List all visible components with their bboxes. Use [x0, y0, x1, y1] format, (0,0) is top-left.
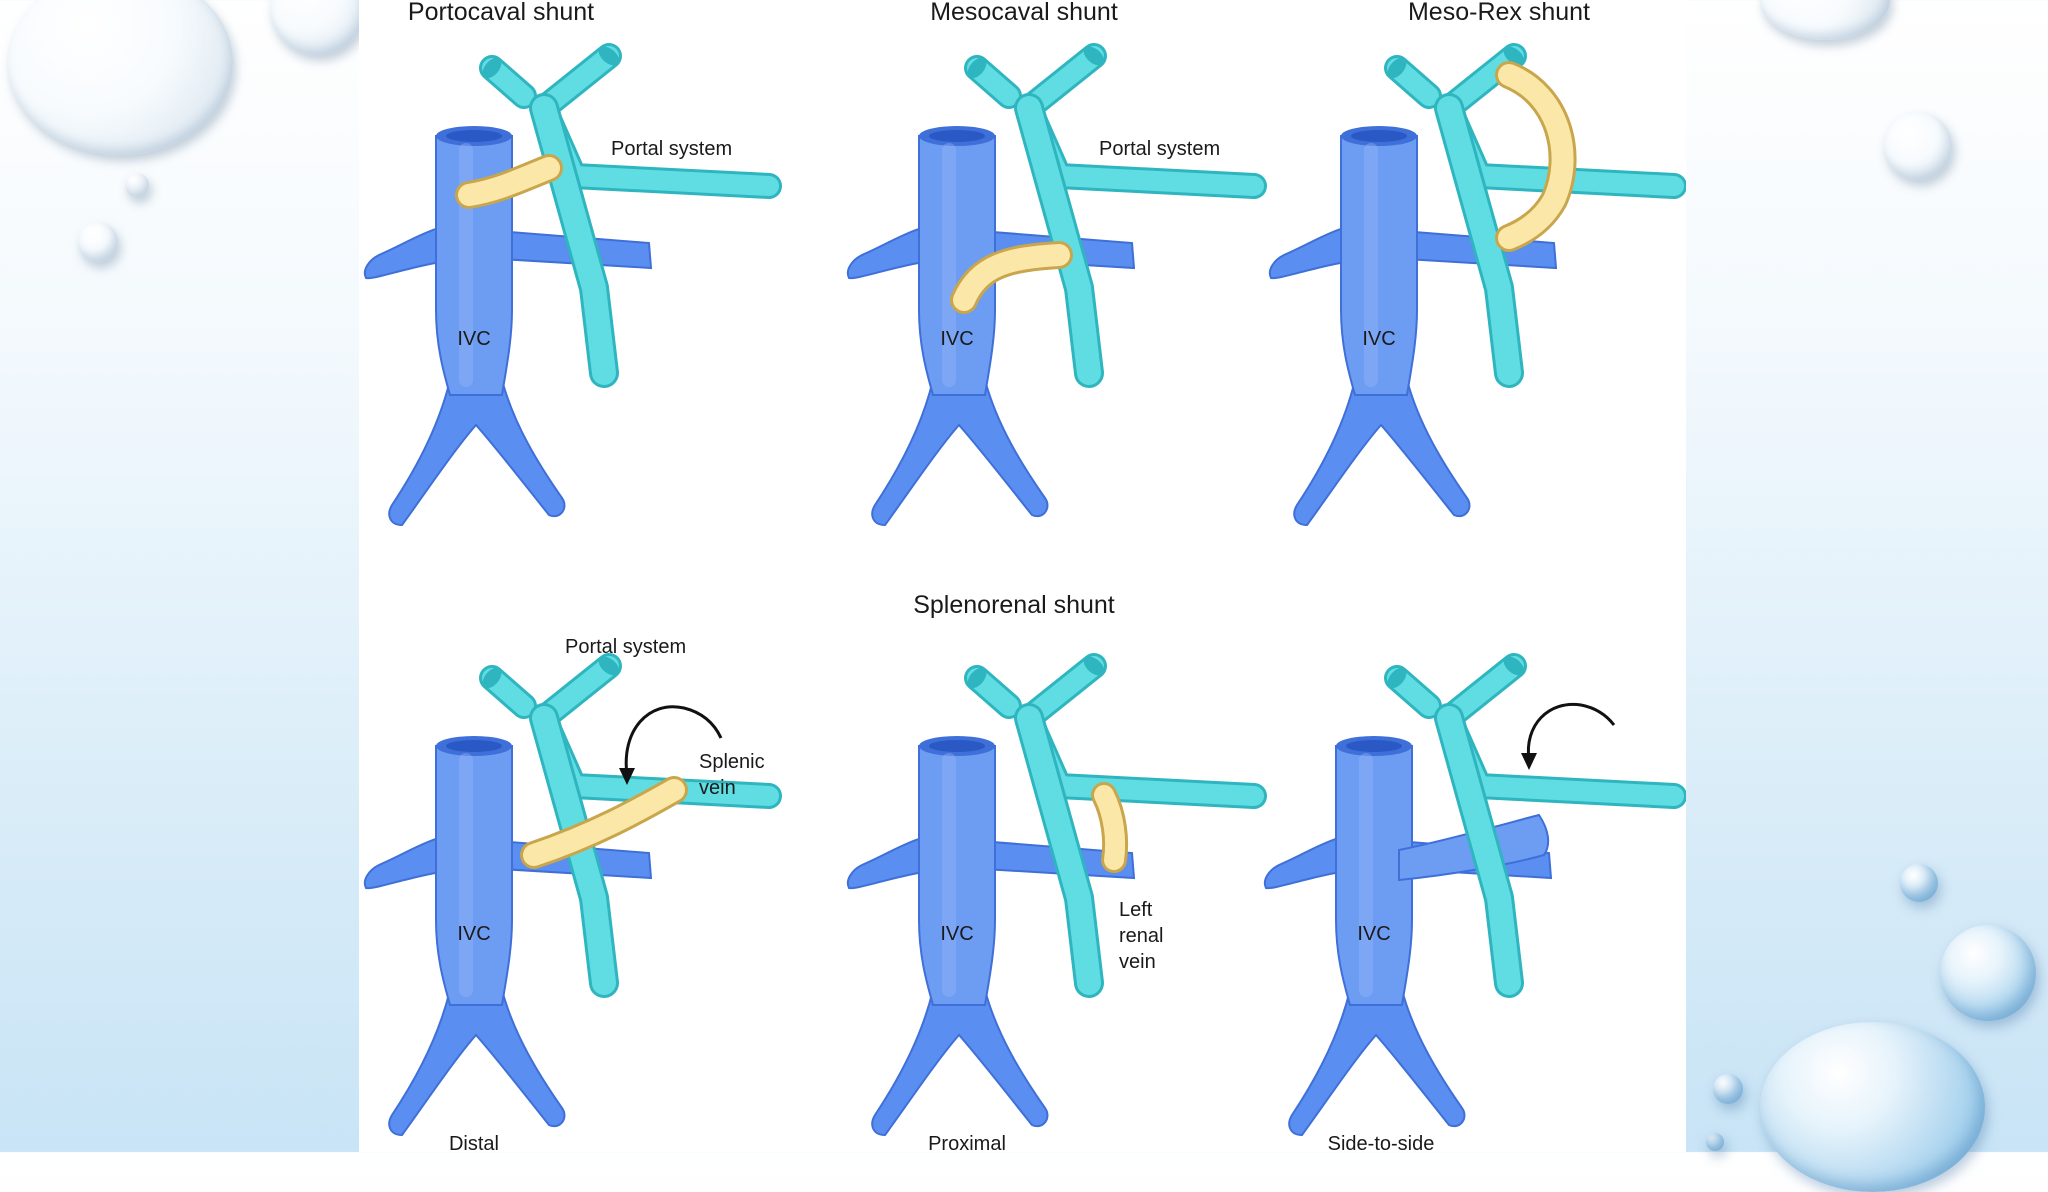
water-droplet [270, 0, 365, 55]
shunt-diagram-svg: Portocaval shunt Portal system IVC Mesoc… [359, 0, 1686, 1152]
panel-caption: Side-to-side [1328, 1133, 1435, 1152]
splenic-vein-label: Splenic [699, 751, 765, 773]
panel-caption: Proximal [928, 1133, 1006, 1152]
portocaval-graft [458, 157, 560, 206]
water-droplet [1713, 1074, 1743, 1104]
panel-caption: Distal [449, 1133, 499, 1152]
portal-system-label: Portal system [565, 636, 686, 658]
panel-mesocaval: Mesocaval shunt Portal system IVC [848, 0, 1254, 525]
left-renal-vein-label: Left [1119, 899, 1153, 921]
panel-portocaval: Portocaval shunt Portal system IVC [365, 0, 769, 525]
meso-rex-graft [1498, 64, 1574, 249]
arrow-head-icon [619, 768, 635, 785]
portal-system-label: Portal system [1099, 138, 1220, 160]
water-droplet [1884, 112, 1952, 180]
panel-distal-splenorenal: Portal system Splenic vein IVC Distal [365, 636, 769, 1152]
water-droplet [1940, 925, 2036, 1021]
ivc-label: IVC [1357, 923, 1390, 945]
panel-proximal-splenorenal: Left renal vein IVC Proximal [848, 653, 1254, 1152]
arrow-head-icon [1521, 753, 1537, 770]
water-droplet [1900, 864, 1938, 902]
mesocaval-graft [953, 244, 1070, 311]
rotation-arrow [1526, 702, 1616, 761]
left-renal-vein-label: vein [1119, 951, 1156, 973]
panel-title: Mesocaval shunt [930, 0, 1118, 26]
ivc-label: IVC [940, 328, 973, 350]
panel-meso-rex: Meso-Rex shunt IVC [1270, 0, 1674, 525]
water-droplet-large [1760, 1022, 1985, 1192]
rotation-arrow [624, 705, 723, 776]
ivc-label: IVC [940, 923, 973, 945]
water-droplet [125, 173, 149, 197]
splenorenal-graft [523, 779, 685, 866]
water-droplet [78, 222, 118, 262]
water-droplet-large [8, 0, 233, 155]
ivc-label: IVC [1362, 328, 1395, 350]
water-droplet [1706, 1133, 1724, 1151]
panel-title: Portocaval shunt [408, 0, 594, 26]
panel-side-to-side: IVC Side-to-side [1265, 653, 1674, 1152]
ivc-label: IVC [457, 923, 490, 945]
ivc-label: IVC [457, 328, 490, 350]
water-droplet [1760, 0, 1890, 40]
splenic-vein-label: vein [699, 777, 736, 799]
splenorenal-group-title: Splenorenal shunt [913, 591, 1115, 619]
left-renal-vein-label: renal [1119, 925, 1163, 947]
panel-title: Meso-Rex shunt [1408, 0, 1590, 26]
portal-system-label: Portal system [611, 138, 732, 160]
splenorenal-graft [1094, 785, 1126, 870]
shunt-diagram-figure: Portocaval shunt Portal system IVC Mesoc… [359, 0, 1686, 1152]
